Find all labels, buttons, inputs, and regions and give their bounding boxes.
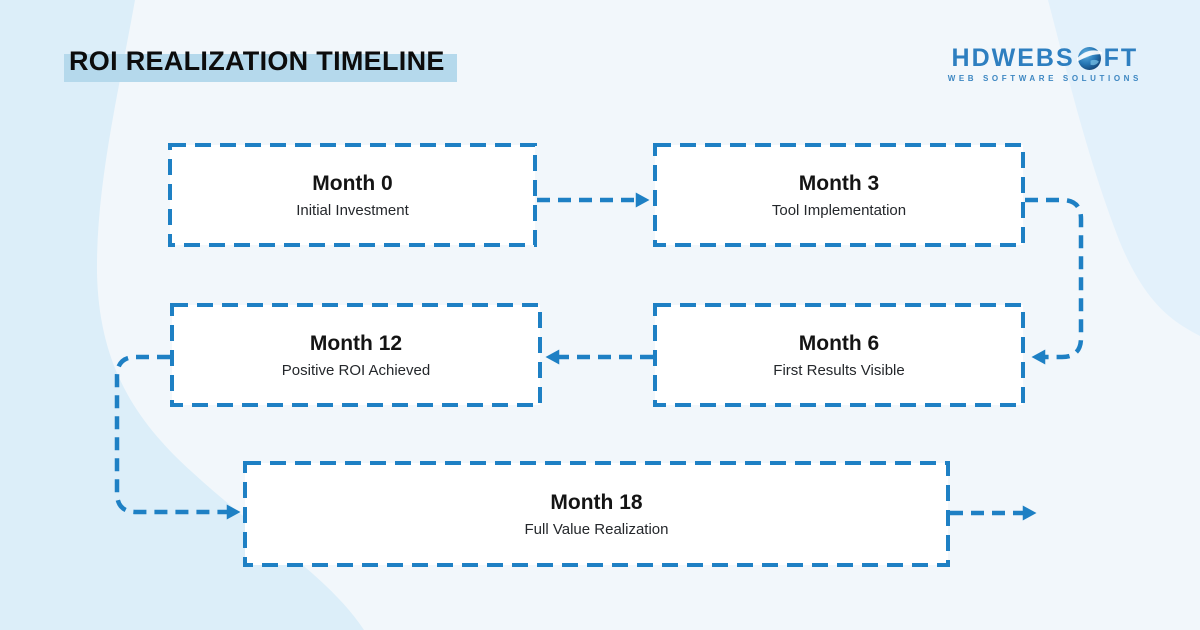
box-title: Month 6	[798, 331, 880, 355]
box-subtitle: First Results Visible	[773, 361, 905, 379]
frame-month-18	[243, 461, 950, 567]
connector-month3-to-month6	[1025, 197, 1084, 365]
blob-left	[0, 0, 364, 630]
logo-text-left: HDWEBS	[951, 44, 1075, 72]
page-title: ROI REALIZATION TIMELINE	[64, 45, 457, 82]
box-subtitle: Initial Investment	[296, 201, 409, 219]
logo-text-right: FT	[1103, 44, 1139, 72]
globe-icon	[1076, 47, 1102, 70]
page-title-wrap: ROI REALIZATION TIMELINE	[64, 45, 457, 82]
box-title: Month 18	[550, 490, 643, 514]
box-subtitle: Tool Implementation	[771, 201, 907, 219]
box-title: Month 3	[798, 171, 880, 195]
timeline-box-month-3: Month 3 Tool Implementation	[655, 145, 1023, 245]
timeline-box-month-18: Month 18 Full Value Realization	[245, 463, 948, 565]
frame-month-12	[170, 303, 542, 407]
box-subtitle: Full Value Realization	[524, 520, 669, 538]
frame-month-3	[653, 143, 1025, 247]
logo-tagline: WEB SOFTWARE SOLUTIONS	[947, 74, 1142, 83]
timeline-box-month-0: Month 0 Initial Investment	[170, 145, 535, 245]
timeline-box-month-12: Month 12 Positive ROI Achieved	[172, 305, 540, 405]
box-title: Month 12	[309, 331, 403, 355]
logo-wordmark: HDWEBS FT	[948, 46, 1142, 71]
frame-month-0	[168, 143, 537, 247]
blob-top-right	[1048, 0, 1200, 336]
box-title: Month 0	[312, 171, 393, 195]
box-subtitle: Positive ROI Achieved	[281, 361, 431, 379]
timeline-box-month-6: Month 6 First Results Visible	[655, 305, 1023, 405]
frame-month-6	[653, 303, 1025, 407]
company-logo: HDWEBS FT WEB SOFTWARE SOLUTIONS	[947, 46, 1142, 84]
